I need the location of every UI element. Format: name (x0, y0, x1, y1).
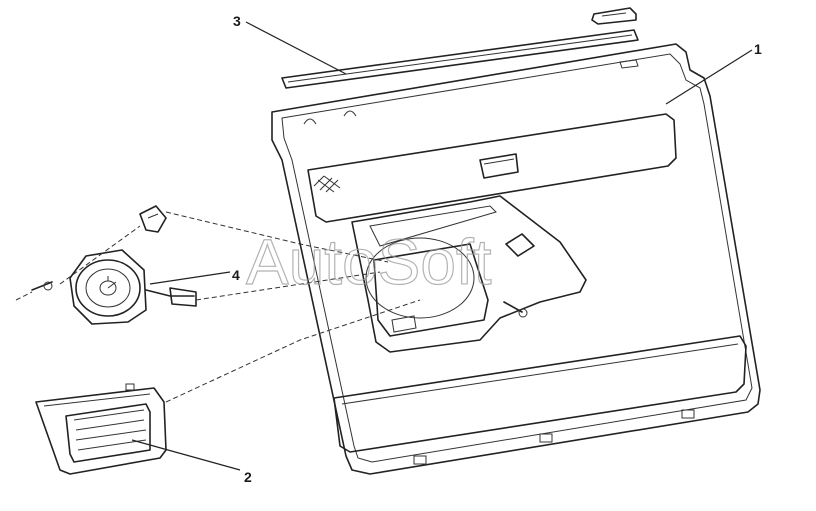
assembly-lines (15, 211, 421, 403)
callout-2: 2 (244, 469, 252, 485)
speaker-grille (35, 383, 167, 475)
door-trim-panel (271, 43, 761, 475)
callout-1: 1 (754, 41, 762, 57)
window-seal-strip (281, 7, 639, 89)
speaker (31, 205, 197, 325)
leader-lines (131, 21, 753, 471)
callout-4: 4 (232, 267, 240, 283)
callout-3: 3 (233, 13, 241, 29)
watermark-text: AutoSoft (246, 226, 492, 298)
